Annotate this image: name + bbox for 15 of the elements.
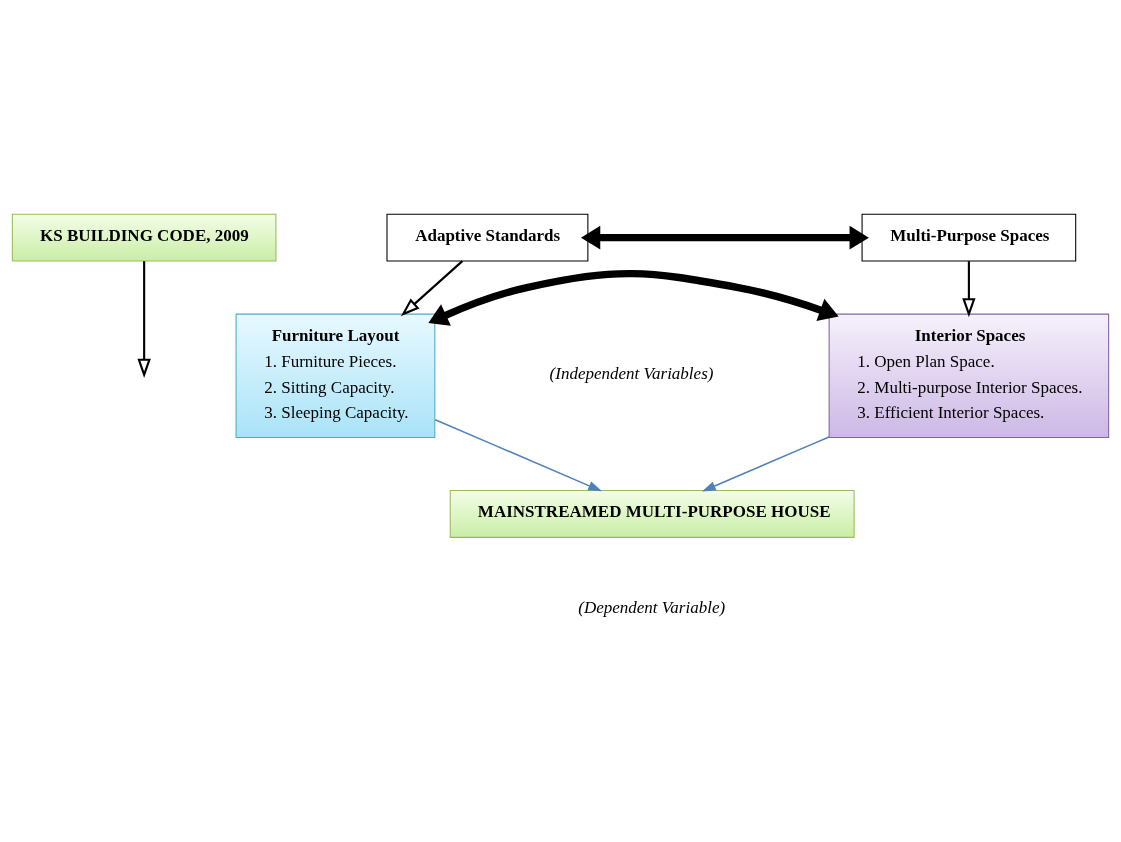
arrow [962,260,976,317]
label: (Dependent Variable) [578,597,726,617]
node-box: Furniture Layout 1. Furniture Pieces. 2. Sitting Capacity. 3. Sleeping Capacity. [235,313,436,438]
arrow [137,260,151,378]
arrow [434,418,603,491]
node-box: Adaptive Standards [386,213,589,262]
arrow [428,269,839,326]
arrow [400,259,464,316]
arrow [701,435,830,492]
node-box: MAINSTREAMED MULTI-PURPOSE HOUSE [449,489,855,538]
node-box: Multi-Purpose Spaces [861,213,1077,262]
node-box: KS BUILDING CODE, 2009 [11,213,277,262]
arrow [580,225,869,249]
label: (Independent Variables) [549,363,714,383]
node-box: Interior Spaces 1. Open Plan Space. 2. Multi-purpose Interior Spaces. 3. Efficient Interior Spaces. [828,313,1110,438]
